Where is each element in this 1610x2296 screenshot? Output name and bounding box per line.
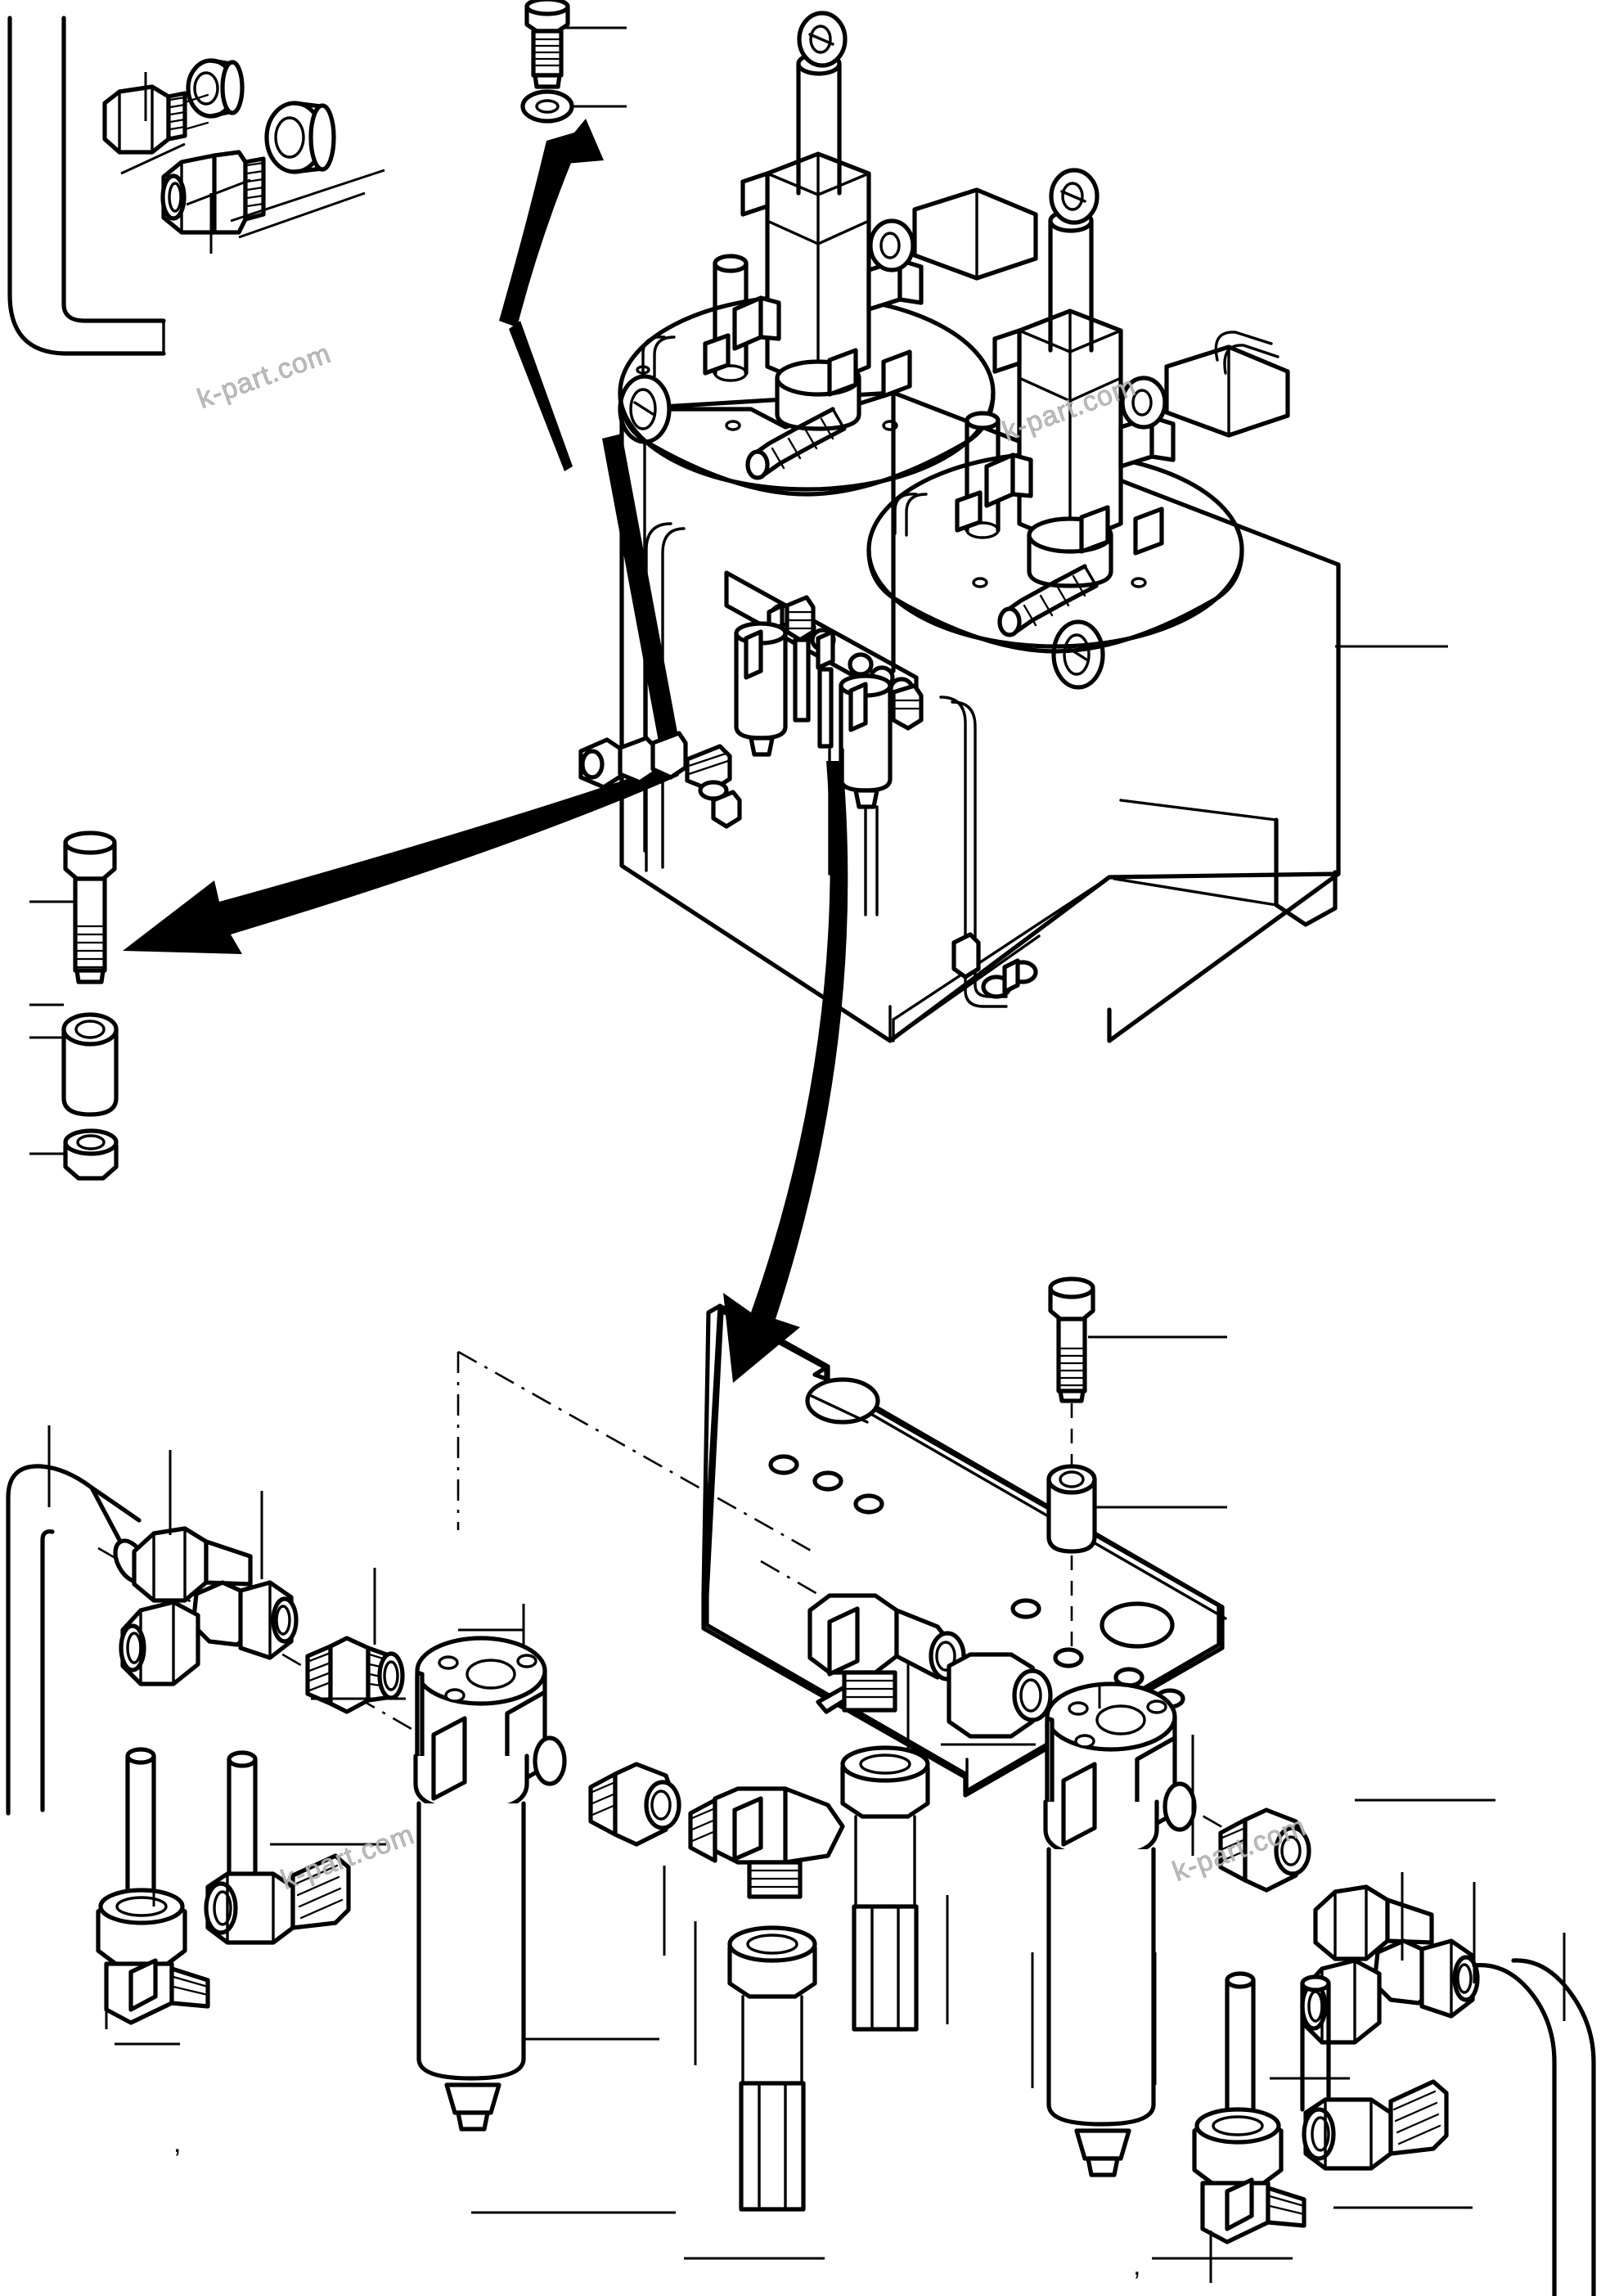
comma-mark-bottom-left: , (173, 2127, 182, 2159)
filter-left-assembly (311, 1636, 949, 2260)
filler-cap-left (618, 374, 672, 444)
large-clearance-hole (805, 1377, 880, 1425)
hose-bend-left (6, 1464, 142, 1523)
hose-bend-tube (7, 16, 166, 356)
drain-nut-left (727, 1925, 817, 2212)
vertical-cylinder-right (893, 168, 1290, 637)
elbow-fitting-left-filter (688, 1786, 845, 1899)
tank-underside-filters (578, 522, 1038, 1008)
adapter-nut-left (588, 1762, 681, 1847)
swivel-nut-fitting (160, 150, 266, 235)
hose-bend-right (1472, 1963, 1557, 2296)
elbow-fitting-left (96, 1888, 210, 2025)
vertical-cylinder-left (641, 11, 1038, 480)
top-left-fitting-detail (7, 16, 385, 356)
bolt-hole (1010, 1598, 1041, 1619)
leader-line (120, 142, 186, 175)
hex-bolt-short (524, 0, 570, 89)
top-center-hardware (520, 0, 627, 124)
bracket-spacer (1046, 1464, 1097, 1554)
adapter-nut-right (1218, 1808, 1311, 1893)
tee-fitting-right (1300, 1884, 1480, 2045)
arrow-to-left-hardware (123, 764, 679, 954)
lower-right-fittings (1192, 1799, 1596, 2296)
bolt-hole (853, 1493, 884, 1515)
elbow-fitting-right (1192, 2107, 1306, 2244)
filler-cap-right (1051, 619, 1105, 690)
inline-filter-left (734, 621, 788, 757)
comma-mark-bottom-right: , (1133, 2250, 1141, 2281)
tube-vertical (1225, 1978, 1256, 2130)
leader-line (238, 191, 366, 239)
leader-line (186, 178, 251, 206)
straight-adapter-left (305, 1636, 405, 1714)
tank-leg (1274, 817, 1338, 927)
lock-nut (63, 1128, 119, 1181)
bolt-hole (812, 1470, 843, 1492)
hex-union-fitting (102, 84, 209, 155)
arrow-to-upper-left-detail (499, 119, 604, 327)
filter-bowl-right (1043, 1762, 1159, 2177)
bracket-bolt (1048, 1276, 1095, 1403)
tee-fitting-left (119, 1526, 299, 1686)
filter-bowl-left (413, 1716, 529, 2132)
lower-left-fittings (6, 1425, 405, 2046)
center-fitting-cluster (807, 1593, 1053, 2032)
leader-line (230, 169, 385, 223)
center-line (457, 1350, 819, 1556)
nut-fitting-left (204, 1853, 351, 1945)
tank-assembly (578, 11, 1448, 1043)
filter-right-assembly (941, 1681, 1311, 2260)
inline-filter-right (839, 673, 893, 809)
bolt-hole (1053, 1647, 1084, 1668)
nut-fitting-right (1302, 2079, 1449, 2171)
left-hardware-detail (29, 831, 119, 1181)
hex-bolt-long (63, 831, 117, 984)
flat-washer (520, 89, 574, 124)
spacer-sleeve (61, 1012, 119, 1117)
seal-washer-small (186, 58, 245, 119)
large-clearance-hole (1100, 1601, 1175, 1649)
bolt-hole (768, 1454, 799, 1475)
seal-washer-large (264, 101, 336, 174)
